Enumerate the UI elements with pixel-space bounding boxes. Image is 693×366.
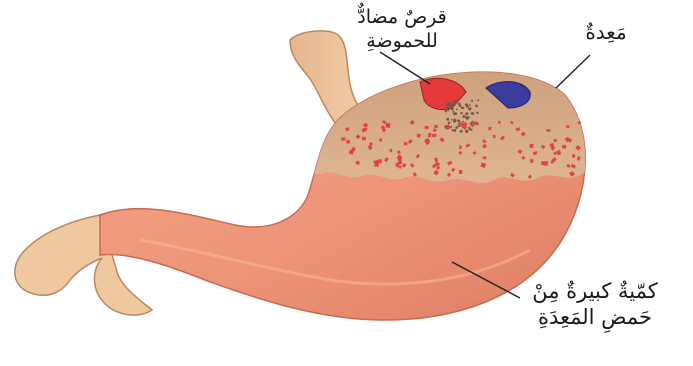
tablet-particle	[469, 128, 471, 130]
acid-droplet	[572, 154, 575, 157]
tablet-particle	[450, 105, 452, 107]
tablet-particle	[454, 119, 457, 122]
tablet-particle	[465, 130, 468, 133]
tablet-particle	[461, 107, 463, 109]
acid-droplet	[483, 144, 487, 148]
tablet-particle	[448, 121, 451, 124]
acid-droplet	[364, 124, 367, 127]
tablet-particle	[476, 112, 478, 114]
tablet-particle	[468, 107, 471, 110]
acid-label-line-1: كمّيةٌ كبيرةٌ مِنْ	[500, 278, 690, 304]
acid-droplet	[390, 149, 393, 152]
acid-droplet	[369, 142, 372, 145]
acid-droplet	[352, 147, 356, 151]
acid-droplet	[541, 161, 545, 165]
acid-droplet	[529, 144, 533, 149]
tablet-particle	[451, 107, 454, 110]
tablet-particle	[465, 112, 468, 115]
acid-droplet	[483, 156, 487, 159]
tablet-particle	[462, 115, 465, 118]
tablet-particle	[472, 112, 475, 115]
tablet-particle	[451, 119, 453, 121]
acid-droplet	[425, 126, 429, 129]
antacid-tablet-label: قرصٌ مضادٌّ للحموضةِ	[318, 6, 486, 54]
tablet-particle	[454, 104, 456, 106]
tablet-particle	[453, 113, 455, 115]
acid-droplet	[434, 125, 438, 128]
tablet-particle	[457, 120, 460, 123]
acid-droplet	[562, 145, 567, 149]
tablet-particle	[452, 129, 454, 131]
tablet-particle	[459, 105, 461, 107]
tablet-particle	[460, 112, 462, 114]
acid-droplet	[404, 142, 408, 145]
tablet-particle	[462, 121, 464, 123]
stomach-label-text: مَعِدةٌ	[560, 20, 652, 45]
tablet-particle	[450, 103, 452, 105]
tablet-particle	[453, 100, 456, 103]
tablet-particle	[475, 105, 478, 108]
acid-droplet	[432, 134, 437, 137]
acid-droplet	[356, 161, 360, 165]
tablet-particle	[467, 116, 469, 118]
tablet-particle	[456, 109, 458, 111]
acid-droplet	[554, 139, 557, 142]
stomach-label: مَعِدةٌ	[560, 20, 652, 45]
tablet-particle	[465, 104, 467, 106]
tablet-particle	[460, 130, 463, 133]
tablet-particle	[447, 109, 449, 111]
tablet-particle	[446, 118, 449, 121]
leader-line-stomach	[556, 55, 590, 88]
antacid-label-line-1: قرصٌ مضادٌّ	[318, 6, 486, 30]
tablet-particle	[445, 110, 448, 113]
leader-line-antacid	[380, 52, 430, 84]
acid-droplet	[346, 140, 350, 144]
tablet-particle	[477, 99, 479, 101]
acid-label-line-2: حَمضِ المَعِدَةِ	[500, 304, 690, 330]
tablet-particle	[455, 126, 458, 129]
antacid-label-line-2: للحموضةِ	[318, 30, 486, 54]
stomach-acid-label: كمّيةٌ كبيرةٌ مِنْ حَمضِ المَعِدَةِ	[500, 278, 690, 331]
tablet-particle	[454, 129, 457, 132]
tablet-particle	[469, 104, 471, 106]
acid-droplet	[386, 123, 391, 128]
tablet-particle	[465, 116, 467, 118]
acid-droplet	[435, 158, 438, 162]
acid-droplet	[546, 129, 550, 132]
acid-droplet	[341, 137, 345, 140]
tablet-particle	[452, 111, 454, 113]
acid-droplet	[362, 137, 366, 141]
tablet-particle	[470, 129, 472, 131]
acid-droplet	[379, 138, 382, 142]
acid-droplet	[459, 170, 463, 174]
acid-droplet	[488, 127, 491, 131]
tablet-particle	[454, 112, 457, 115]
tablet-particle	[471, 100, 473, 102]
